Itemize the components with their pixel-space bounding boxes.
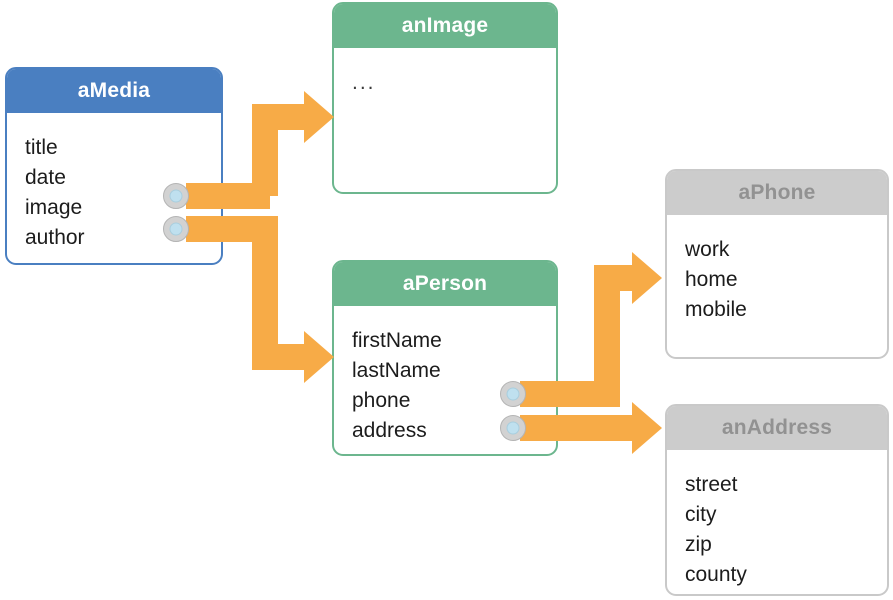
connector-author-segment-h2 bbox=[252, 344, 312, 370]
field-row: zip bbox=[685, 533, 712, 556]
socket-aperson-phone[interactable] bbox=[500, 381, 526, 407]
field-row: lastName bbox=[352, 359, 441, 382]
object-fields-amedia: title date image author bbox=[7, 113, 221, 263]
connector-author-arrowhead bbox=[304, 331, 334, 383]
field-row: home bbox=[685, 268, 738, 291]
field-row: address bbox=[352, 419, 427, 442]
socket-amedia-author[interactable] bbox=[163, 216, 189, 242]
object-title-amedia: aMedia bbox=[7, 69, 221, 113]
socket-amedia-image[interactable] bbox=[163, 183, 189, 209]
object-box-amedia[interactable]: aMedia title date image author bbox=[5, 67, 223, 265]
object-title-aphone: aPhone bbox=[667, 171, 887, 215]
field-row: phone bbox=[352, 389, 411, 412]
object-title-aperson: aPerson bbox=[334, 262, 556, 306]
object-fields-anaddress: street city zip county bbox=[667, 450, 887, 594]
connector-phone-segment-h2 bbox=[594, 265, 634, 291]
object-box-aphone[interactable]: aPhone work home mobile bbox=[665, 169, 889, 359]
field-row: work bbox=[685, 238, 730, 261]
field-ellipsis: ... bbox=[352, 71, 376, 94]
object-fields-aphone: work home mobile bbox=[667, 215, 887, 357]
object-box-anaddress[interactable]: anAddress street city zip county bbox=[665, 404, 889, 596]
field-row: county bbox=[685, 563, 747, 586]
field-row: date bbox=[25, 166, 66, 189]
object-title-anaddress: anAddress bbox=[667, 406, 887, 450]
object-fields-aperson: firstName lastName phone address bbox=[334, 306, 556, 454]
field-row: street bbox=[685, 473, 738, 496]
connector-address-segment-h bbox=[520, 415, 634, 441]
object-title-animage: anImage bbox=[334, 4, 556, 48]
object-box-animage[interactable]: anImage ... bbox=[332, 2, 558, 194]
socket-aperson-address[interactable] bbox=[500, 415, 526, 441]
connector-address-arrowhead bbox=[632, 402, 662, 454]
field-row: title bbox=[25, 136, 58, 159]
field-row: image bbox=[25, 196, 83, 219]
connector-image-segment-h2 bbox=[252, 104, 312, 130]
field-row: author bbox=[25, 226, 85, 249]
object-fields-animage: ... bbox=[334, 48, 556, 192]
connector-author-segment-v bbox=[252, 216, 278, 344]
connector-image-arrowhead bbox=[304, 91, 334, 143]
field-row: mobile bbox=[685, 298, 747, 321]
field-row: city bbox=[685, 503, 717, 526]
field-row: firstName bbox=[352, 329, 442, 352]
connector-phone-arrowhead bbox=[632, 252, 662, 304]
